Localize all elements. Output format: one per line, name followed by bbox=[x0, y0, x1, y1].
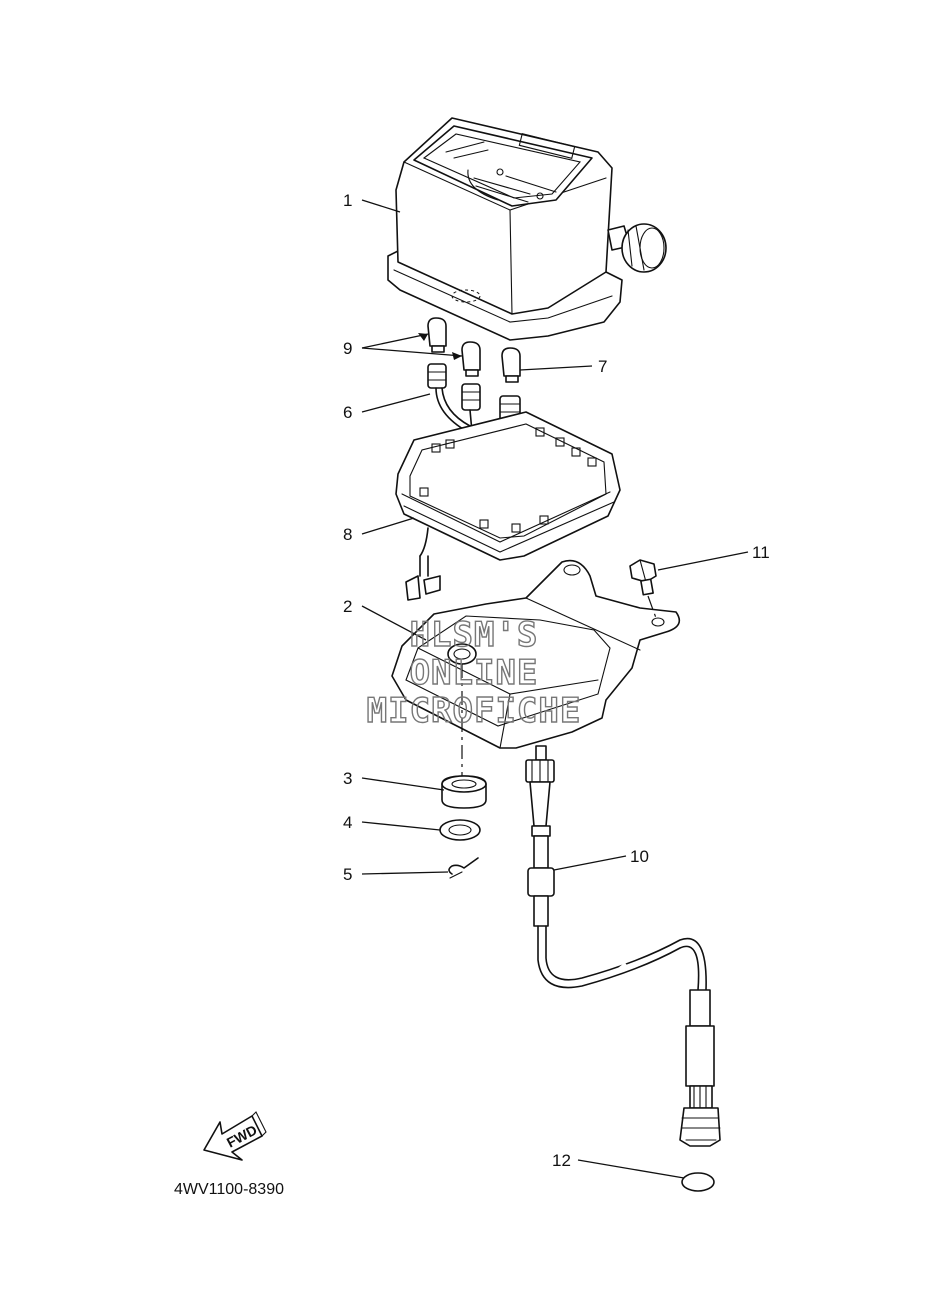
callout-12: 12 bbox=[552, 1151, 571, 1170]
callout-2: 2 bbox=[343, 597, 352, 616]
callout-9: 9 bbox=[343, 339, 352, 358]
callout-4: 4 bbox=[343, 813, 352, 832]
bulbs bbox=[427, 317, 521, 383]
callout-5: 5 bbox=[343, 865, 352, 884]
meter-bracket bbox=[391, 559, 681, 749]
callout-11: 11 bbox=[752, 543, 770, 562]
grommet-washer-clip bbox=[439, 775, 487, 879]
callout-6: 6 bbox=[343, 403, 352, 422]
leader-lines bbox=[361, 199, 749, 1179]
speedometer-cable bbox=[525, 745, 721, 1147]
diagram-code: 4WV1100-8390 bbox=[174, 1181, 284, 1198]
watermark-line-1: HLSM'S bbox=[410, 615, 539, 655]
meter-assembly bbox=[387, 117, 667, 341]
callout-1: 1 bbox=[343, 191, 352, 210]
fwd-arrow-icon: FWD bbox=[203, 1111, 267, 1161]
meter-case bbox=[395, 411, 621, 601]
callout-8: 8 bbox=[343, 525, 352, 544]
watermark-line-3: MICROFICHE bbox=[367, 691, 582, 731]
callout-7: 7 bbox=[598, 357, 607, 376]
callout-3: 3 bbox=[343, 769, 352, 788]
watermark: HLSM'S ONLINE MICROFICHE bbox=[366, 614, 582, 731]
callouts: 1 2 3 4 5 6 7 8 9 10 11 12 bbox=[343, 191, 770, 1170]
o-ring bbox=[681, 1172, 715, 1192]
bolt bbox=[629, 559, 657, 619]
watermark-line-2: ONLINE bbox=[410, 653, 539, 693]
callout-10: 10 bbox=[630, 847, 649, 866]
